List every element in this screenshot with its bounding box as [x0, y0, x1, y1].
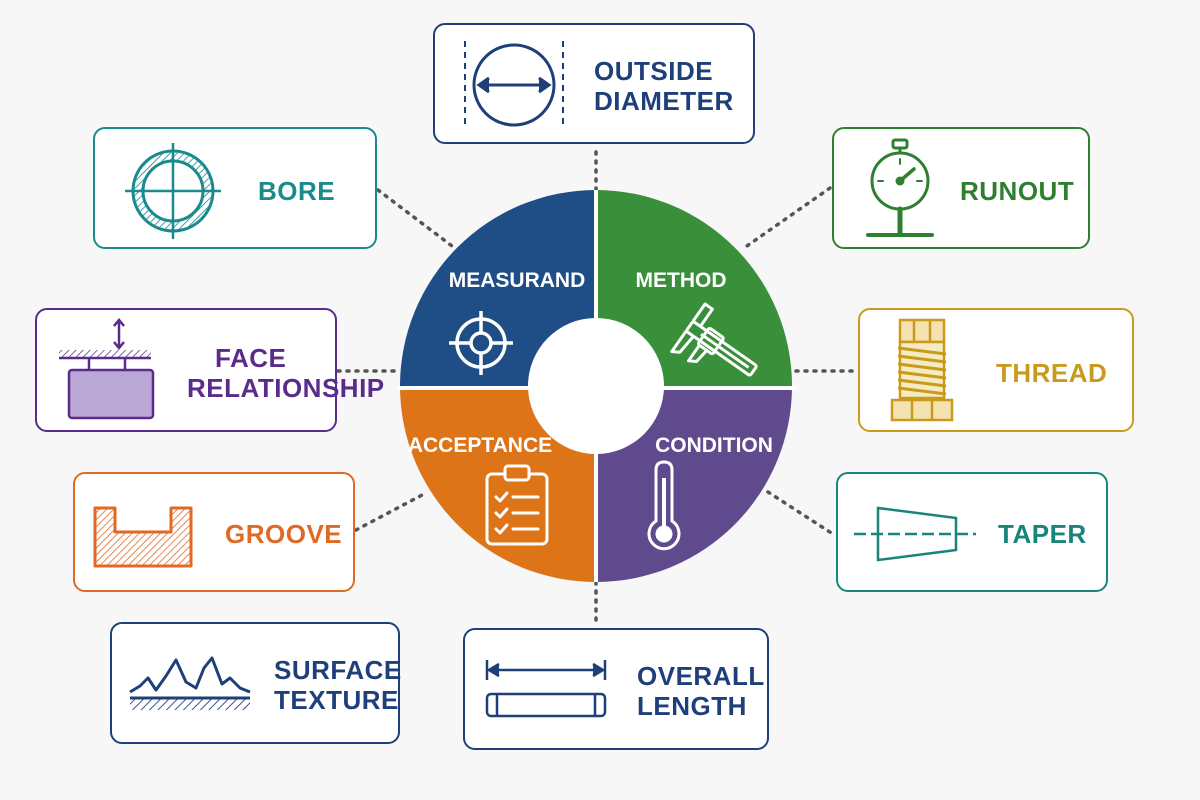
card-face-relationship[interactable]: FACE RELATIONSHIP — [35, 308, 384, 432]
card-taper[interactable]: TAPER — [836, 472, 1108, 592]
thread-icon — [890, 318, 954, 422]
hub-segment-condition[interactable] — [596, 386, 792, 582]
segment-label-condition: CONDITION — [655, 434, 773, 457]
checklist-clipboard-icon — [485, 464, 549, 546]
connector-runout — [742, 186, 832, 250]
thread-label: THREAD — [996, 358, 1108, 388]
card-runout[interactable]: RUNOUT — [832, 127, 1090, 249]
taper-label: TAPER — [998, 519, 1087, 549]
card-outside-diameter[interactable]: OUTSIDE DIAMETER — [433, 23, 755, 144]
segment-label-measurand: MEASURAND — [449, 269, 586, 292]
bore-label: BORE — [258, 176, 336, 206]
crosshair-target-icon — [449, 311, 513, 375]
card-thread[interactable]: THREAD — [858, 308, 1134, 432]
caliper-icon — [670, 302, 758, 377]
outside-diameter-label-line-1: OUTSIDE — [594, 56, 714, 86]
bore-icon — [125, 143, 221, 239]
connector-bore — [376, 188, 454, 248]
hub-segment-measurand[interactable] — [400, 190, 596, 386]
outside-diameter-label-line-2: DIAMETER — [594, 86, 734, 116]
face-relationship-label-line-2: RELATIONSHIP — [187, 373, 385, 403]
overall-length-label-line-1: OVERALL — [637, 661, 765, 691]
segment-label-method: METHOD — [636, 269, 727, 292]
dial-indicator-icon — [866, 138, 934, 237]
overall-length-icon — [485, 660, 607, 718]
card-groove[interactable]: GROOVE — [73, 472, 355, 592]
groove-icon — [93, 506, 193, 568]
card-surface-texture[interactable]: SURFACE TEXTURE — [110, 622, 402, 744]
surface-texture-label-line-1: SURFACE — [274, 655, 402, 685]
surface-texture-label-line-2: TEXTURE — [274, 685, 399, 715]
thermometer-icon — [647, 460, 681, 551]
hub-segment-method[interactable] — [596, 190, 792, 386]
card-overall-length[interactable]: OVERALL LENGTH — [463, 628, 769, 750]
hub-center-hole — [528, 318, 664, 454]
runout-label: RUNOUT — [960, 176, 1075, 206]
taper-icon — [854, 506, 976, 562]
connector-groove — [354, 492, 426, 532]
card-bore[interactable]: BORE — [93, 127, 377, 249]
outside-diameter-icon — [464, 41, 564, 129]
overall-length-label-line-2: LENGTH — [637, 691, 747, 721]
segment-label-acceptance: ACCEPTANCE — [408, 434, 552, 457]
surface-texture-icon — [129, 656, 251, 710]
face-relationship-label-line-1: FACE — [215, 343, 287, 373]
groove-label: GROOVE — [225, 519, 343, 549]
face-relationship-icon — [59, 318, 155, 420]
